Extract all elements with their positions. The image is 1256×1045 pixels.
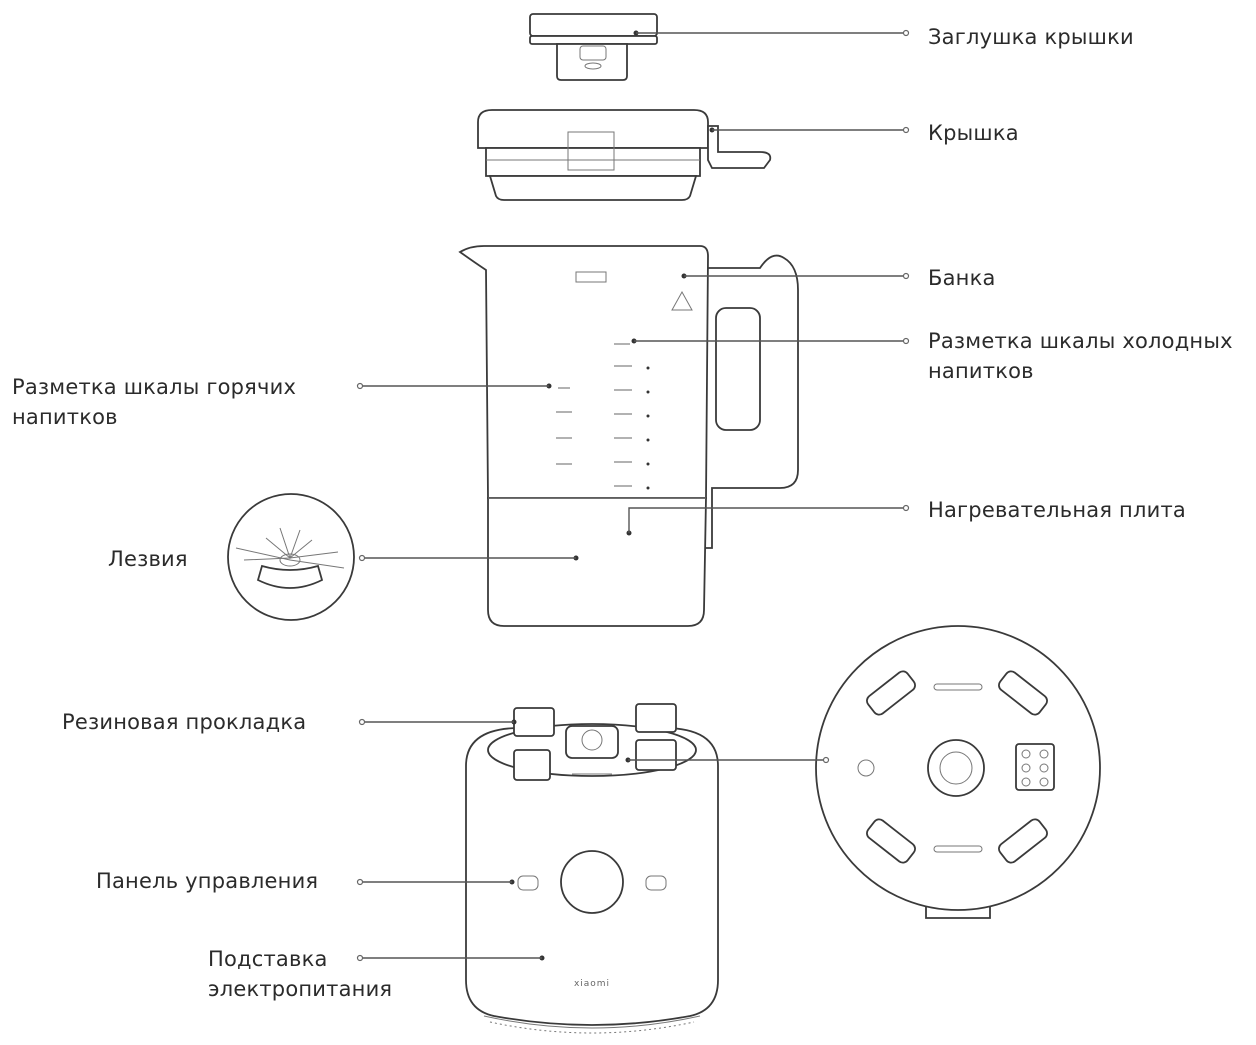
power-base-illustration: xiaomi (465, 703, 719, 1034)
label-cold-scale: Разметка шкалы холодных напитков (928, 326, 1233, 386)
label-rubber-gasket: Резиновая прокладка (62, 710, 307, 734)
label-heating-plate: Нагревательная плита (928, 498, 1186, 522)
lid-illustration (477, 109, 772, 201)
base-top-view-illustration (815, 625, 1101, 919)
label-control-panel: Панель управления (96, 869, 319, 893)
label-power-base: Подставка электропитания (208, 944, 392, 1004)
label-hot-scale-line1: Разметка шкалы горячих (12, 375, 297, 399)
jar-illustration (458, 245, 799, 627)
hot-scale-marks (556, 387, 572, 465)
label-power-base-line2: электропитания (208, 977, 393, 1001)
leader-lines (356, 29, 910, 962)
label-hot-scale: Разметка шкалы горячих напитков (12, 372, 296, 432)
label-lid-plug: Заглушка крышки (928, 25, 1134, 49)
blades-illustration (227, 493, 355, 621)
cold-scale-marks (614, 343, 650, 490)
label-cold-scale-line2: напитков (928, 359, 1034, 383)
label-jar: Банка (928, 266, 996, 290)
label-lid: Крышка (928, 121, 1019, 145)
label-cold-scale-line1: Разметка шкалы холодных (928, 329, 1233, 353)
brand-logo: xiaomi (574, 979, 610, 989)
label-hot-scale-line2: напитков (12, 405, 118, 429)
label-power-base-line1: Подставка (208, 947, 328, 971)
lid-plug-illustration (529, 13, 658, 81)
label-blades: Лезвия (108, 547, 188, 571)
